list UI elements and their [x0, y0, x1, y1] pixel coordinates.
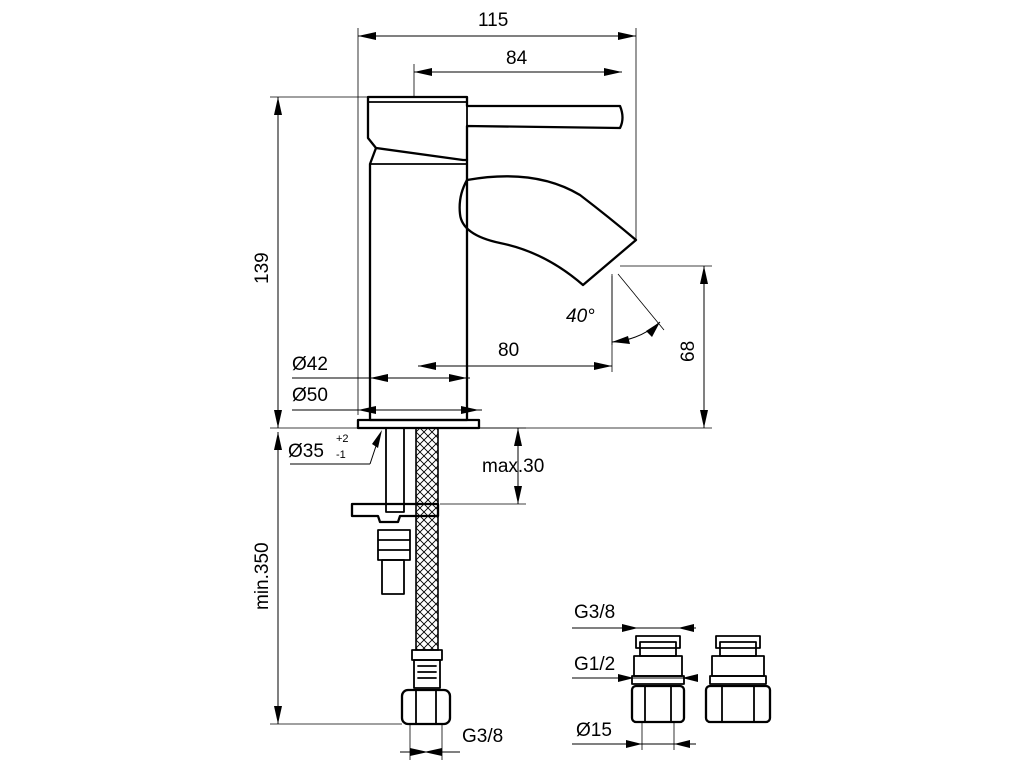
- label-angle: 40°: [566, 306, 595, 327]
- label-fitting-thread-top: G3/8: [574, 602, 615, 623]
- label-hose-length: min.350: [252, 542, 273, 610]
- label-hole-diameter: Ø35: [288, 441, 324, 462]
- faucet-drawing: [356, 95, 638, 430]
- rod-nut: [377, 529, 411, 561]
- label-pipe-diameter: Ø15: [576, 720, 612, 741]
- label-base-diameter: Ø50: [292, 385, 328, 406]
- label-fitting-thread-mid: G1/2: [574, 654, 615, 675]
- lever-handle: [366, 95, 624, 162]
- label-max-thickness: max.30: [482, 456, 544, 477]
- fitting-right: [704, 635, 772, 724]
- dimension-lines: [270, 28, 712, 760]
- dimension-labels: 115 84 139 min.350 68 40° 80 Ø42 Ø50 Ø35…: [252, 10, 699, 747]
- label-spout-reach: 80: [498, 340, 519, 361]
- flexible-hose: [415, 427, 439, 651]
- clamp-plate: [350, 502, 440, 524]
- base-plate: [356, 418, 481, 430]
- label-body-diameter: Ø42: [292, 354, 328, 375]
- label-overall-width: 115: [478, 10, 508, 31]
- label-hole-tol-minus: -1: [336, 449, 346, 461]
- mounting-hardware: [350, 427, 452, 726]
- label-height: 139: [252, 252, 273, 284]
- spout: [458, 175, 638, 287]
- label-hole-tol-plus: +2: [336, 433, 349, 445]
- fitting-left: [630, 635, 686, 724]
- hose-connector: [400, 649, 452, 726]
- label-hose-thread: G3/8: [462, 726, 503, 747]
- fitting-detail: [630, 635, 772, 724]
- label-spout-height: 68: [678, 341, 699, 362]
- label-lever-width: 84: [506, 48, 528, 69]
- threaded-rod: [385, 427, 405, 513]
